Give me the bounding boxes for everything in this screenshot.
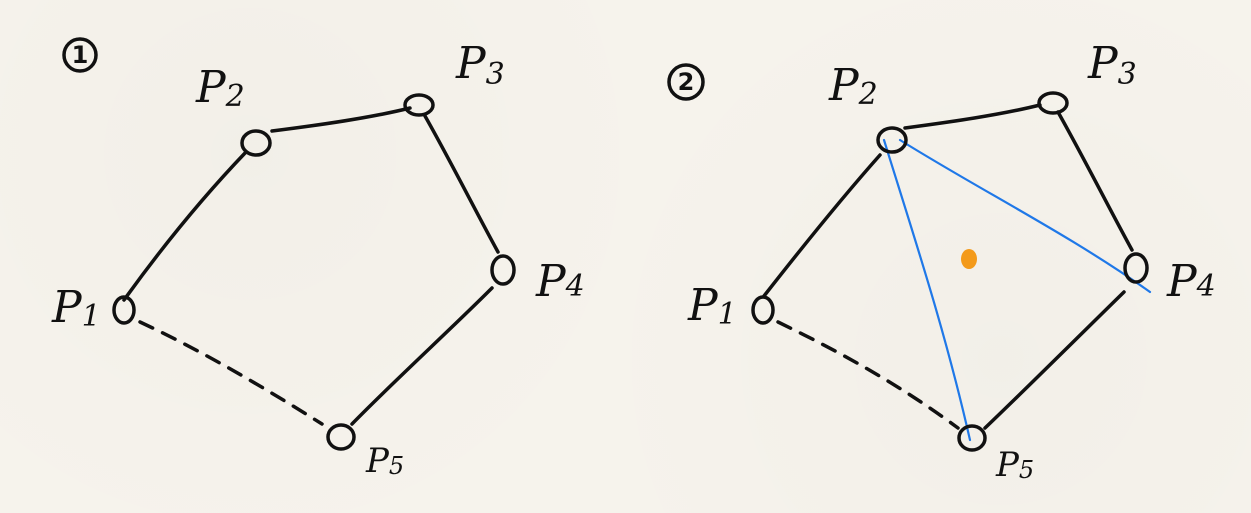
panel-1-vertex-p2 (240, 129, 272, 157)
panel-1-vertex-p3 (403, 93, 435, 117)
panel-2-centroid-dot (961, 249, 977, 269)
panel-2-edge-p1-p2 (762, 153, 882, 298)
panel-2-vertex-p1 (751, 295, 775, 325)
panel-1-edge-p5-p1-dashed (138, 320, 324, 426)
panel-2: 2 P1 P2 P3 P4 P5 (667, 38, 1216, 485)
panel-1-label-p3: P3 (455, 38, 505, 92)
panel-2-label-p5: P5 (995, 445, 1034, 485)
panel-1-number-badge: 1 (62, 37, 98, 73)
panel-2-triangle-edge-p2-p5 (882, 138, 972, 442)
panel-1-number: 1 (72, 41, 89, 69)
panel-1-edge-p4-p5 (350, 286, 494, 426)
panel-2-number-circle (667, 63, 705, 101)
panel-1-edge-p1-p2 (122, 150, 248, 302)
panel-1: 1 P1 P2 P3 P4 P5 (51, 37, 585, 481)
panel-2-edge-p3-p4 (1056, 110, 1134, 252)
panel-1-label-p4: P4 (535, 256, 585, 307)
panel-2-triangle-edge-p2-p4 (898, 138, 1152, 294)
panel-1-vertex-p4 (490, 254, 516, 286)
panel-1-vertex-p1 (112, 295, 136, 325)
panel-2-vertex-p4 (1123, 252, 1149, 284)
panel-2-label-p1: P1 (687, 280, 737, 332)
panel-1-edge-p3-p4 (423, 114, 500, 254)
panel-2-edge-p5-p1-dashed (776, 320, 960, 430)
panel-1-label-p5: P5 (365, 441, 404, 481)
panel-2-number-badge: 2 (667, 63, 705, 101)
panel-1-number-circle (62, 37, 98, 73)
panel-2-label-p3: P3 (1087, 38, 1137, 92)
panel-1-edge-p2-p3 (270, 106, 412, 133)
panel-2-label-p4: P4 (1166, 256, 1216, 307)
panel-2-number: 2 (678, 68, 695, 96)
panel-2-vertex-p2 (876, 126, 908, 154)
panel-2-edge-p2-p3 (903, 103, 1042, 130)
panel-2-edge-p4-p5 (983, 290, 1126, 430)
panel-1-label-p2: P2 (195, 62, 245, 114)
panel-1-vertex-p5 (326, 423, 356, 451)
panel-2-label-p2: P2 (828, 60, 878, 112)
panel-2-vertex-p3 (1037, 91, 1069, 115)
panel-2-vertex-p5 (957, 424, 987, 452)
panel-1-label-p1: P1 (51, 282, 101, 334)
